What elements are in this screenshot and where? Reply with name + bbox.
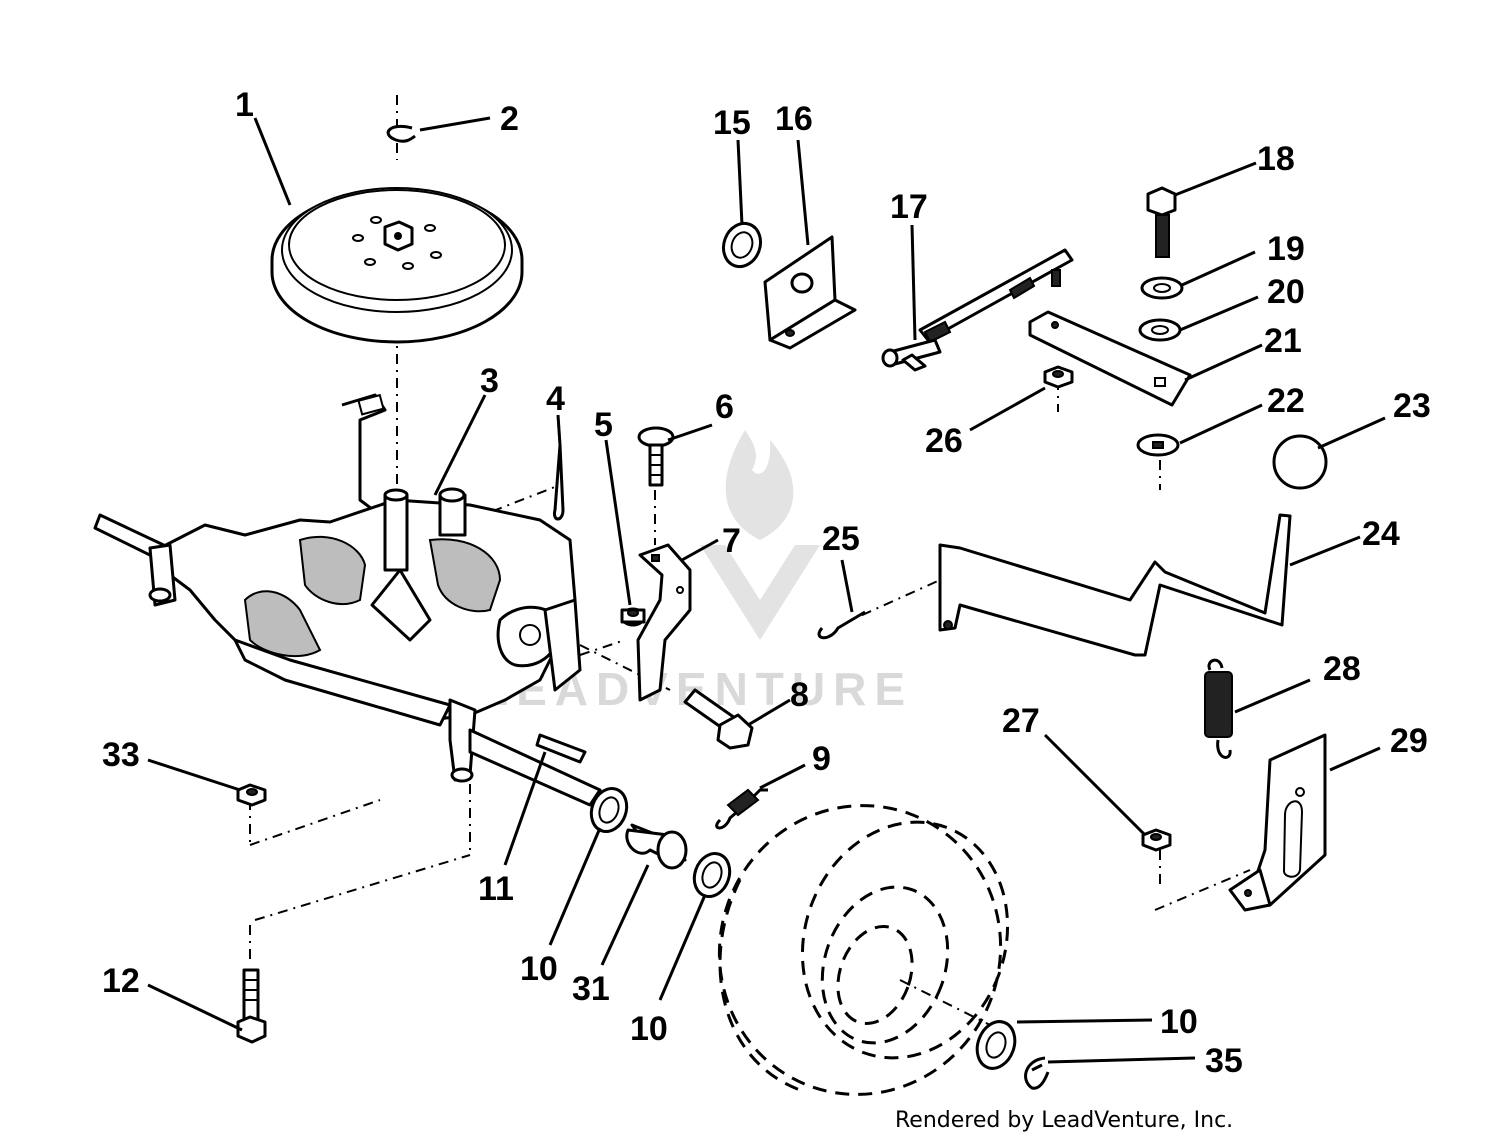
wheel-tire xyxy=(717,804,1010,1096)
washer-19 xyxy=(1140,276,1184,300)
callout-31: 31 xyxy=(572,970,610,1008)
e-clip-35 xyxy=(1024,1056,1050,1090)
knob xyxy=(1272,434,1328,490)
callout-20: 20 xyxy=(1267,273,1305,311)
key xyxy=(535,733,587,764)
callout-35: 35 xyxy=(1205,1042,1243,1080)
bracket-29 xyxy=(1228,733,1327,912)
bolt-12 xyxy=(236,968,267,1044)
hex-bolt xyxy=(683,688,754,750)
callout-29: 29 xyxy=(1390,722,1428,760)
callout-8: 8 xyxy=(790,676,809,714)
shift-lever xyxy=(938,513,1292,657)
pulley xyxy=(270,187,524,344)
callout-16: 16 xyxy=(775,100,813,138)
callout-7: 7 xyxy=(722,522,741,560)
spring-28 xyxy=(1204,658,1233,759)
nut-27 xyxy=(1141,828,1172,852)
callout-24: 24 xyxy=(1362,515,1400,553)
angle-bracket xyxy=(763,235,857,350)
callout-15: 15 xyxy=(713,104,751,142)
callout-17: 17 xyxy=(890,188,928,226)
callout-27: 27 xyxy=(1002,702,1040,740)
callout-6: 6 xyxy=(715,388,734,426)
callout-33: 33 xyxy=(102,736,140,774)
bolt-18 xyxy=(1146,186,1177,258)
callout-10b: 10 xyxy=(630,1010,668,1048)
washer-10a xyxy=(589,787,629,833)
cotter-pin xyxy=(552,443,565,521)
callout-23: 23 xyxy=(1393,387,1431,425)
carriage-bolt xyxy=(637,426,675,487)
leader-lines xyxy=(147,116,1386,1064)
nut-5 xyxy=(620,607,646,627)
link-plate xyxy=(1028,310,1192,407)
callout-28: 28 xyxy=(1323,650,1361,688)
callout-18: 18 xyxy=(1257,140,1295,178)
nut-33 xyxy=(236,783,267,807)
washer-20 xyxy=(1138,318,1182,342)
washer-15 xyxy=(721,221,763,269)
spring-9 xyxy=(715,788,768,830)
callout-22: 22 xyxy=(1267,382,1305,420)
e-clip xyxy=(386,125,416,143)
nut-26 xyxy=(1043,365,1074,389)
callout-10a: 10 xyxy=(520,950,558,988)
footer-credit: Rendered by LeadVenture, Inc. xyxy=(895,1108,1233,1133)
callout-11: 11 xyxy=(478,870,514,908)
callout-9: 9 xyxy=(812,740,831,778)
callouts: 1 2 3 4 5 6 7 8 9 10 10 10 11 12 15 16 1… xyxy=(102,86,1431,1080)
linkage-rod xyxy=(881,248,1074,372)
washer-22 xyxy=(1136,433,1180,457)
transaxle xyxy=(93,393,602,807)
washer-10c xyxy=(975,1020,1017,1070)
callout-3: 3 xyxy=(480,362,499,400)
cotter-pin-25 xyxy=(817,610,866,640)
spacer xyxy=(625,823,688,870)
callout-26: 26 xyxy=(925,422,963,460)
callout-10c: 10 xyxy=(1160,1003,1198,1041)
callout-5: 5 xyxy=(594,406,613,444)
callout-19: 19 xyxy=(1267,230,1305,268)
callout-25: 25 xyxy=(822,520,860,558)
callout-1: 1 xyxy=(235,86,254,124)
washer-10b xyxy=(692,852,732,898)
callout-4: 4 xyxy=(546,380,565,418)
bracket-7 xyxy=(636,543,692,702)
callout-2: 2 xyxy=(500,100,519,138)
callout-12: 12 xyxy=(102,962,140,1000)
callout-21: 21 xyxy=(1264,322,1302,360)
